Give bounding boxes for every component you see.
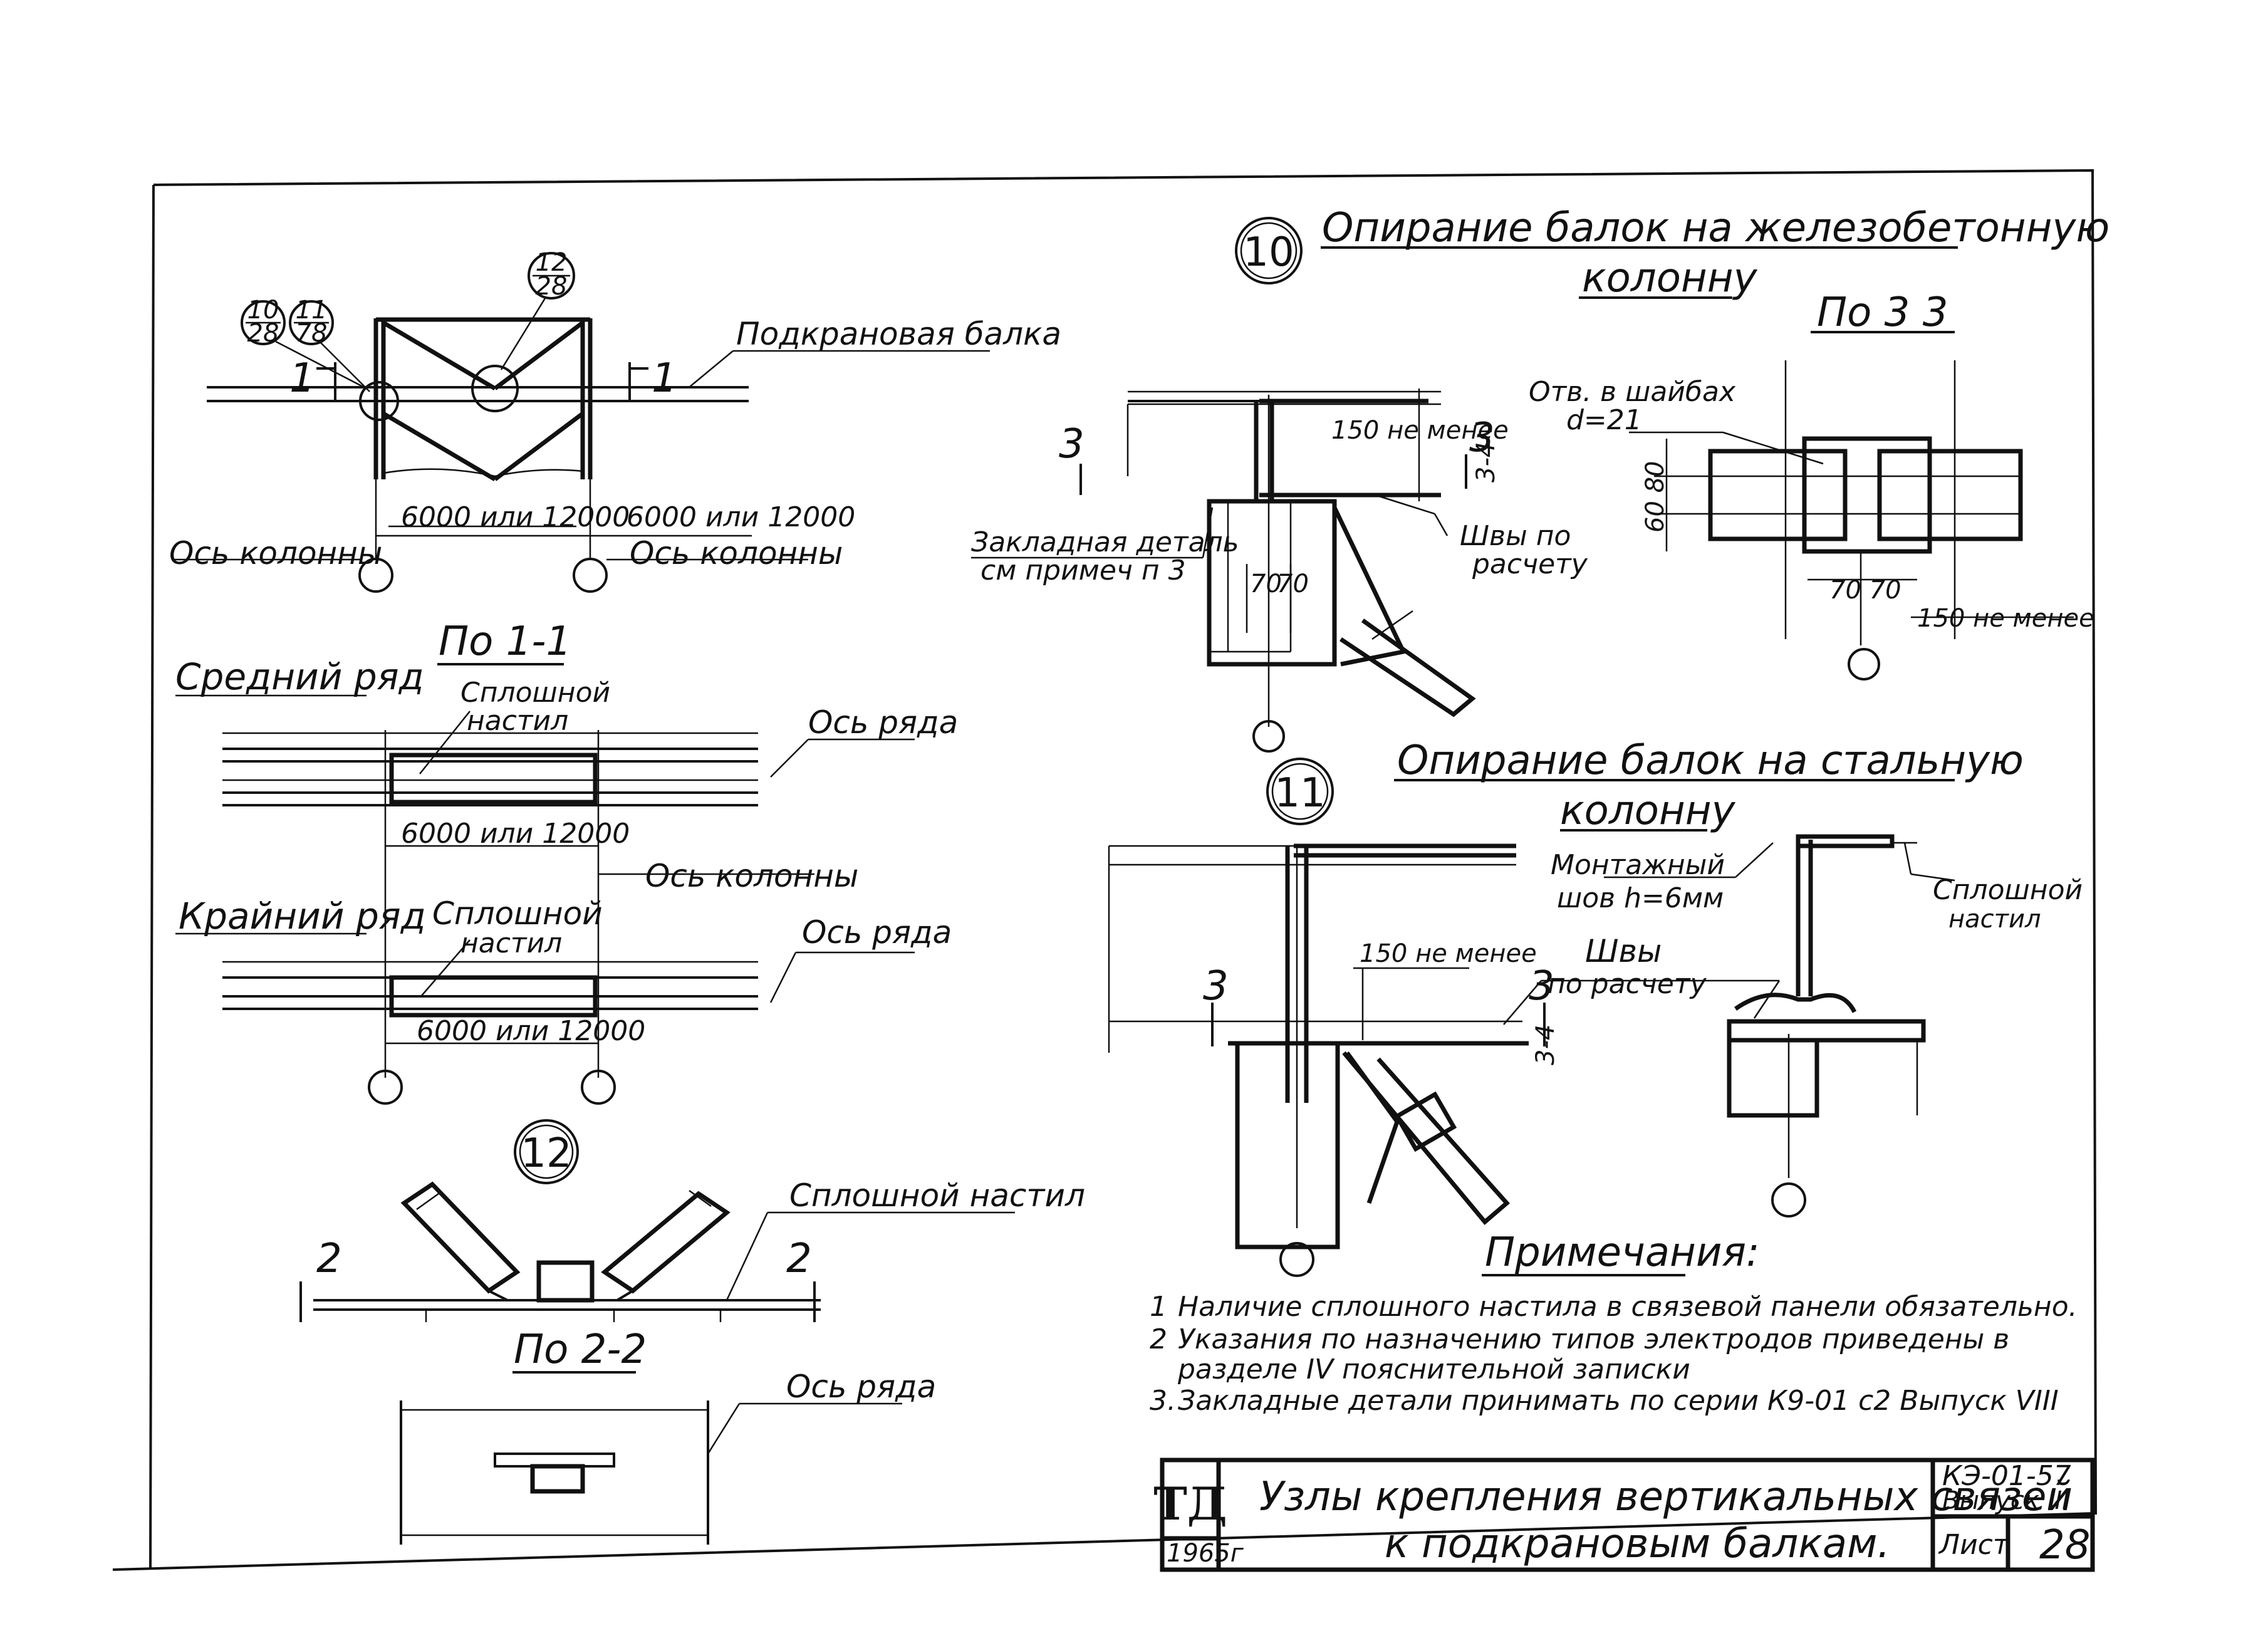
- note-3-text: Закладные детали принимать по серии К9-0…: [1178, 1385, 2059, 1417]
- node-10-number: 10: [1243, 229, 1294, 276]
- title-block-sheet-number: 28: [2039, 1522, 2090, 1568]
- dim-plan-1: 6000 или 12000: [401, 501, 630, 533]
- title-block: ТД 1965г Узлы крепления вертикальных свя…: [1153, 1458, 2095, 1572]
- dim-plan-2: 6000 или 12000: [627, 501, 855, 533]
- column-axis-label: Ось колонны: [645, 858, 858, 894]
- title-block-logo: ТД: [1153, 1477, 1227, 1530]
- node-11: [1108, 758, 1955, 1277]
- edge-deck-line1: Сплошной: [432, 895, 603, 932]
- node-10-labels: 10 Опирание балок на железобетонную коло…: [971, 205, 2109, 633]
- node-11-section-mark-left: 3: [1203, 963, 1229, 1009]
- node-10-embedded-line1: Закладная деталь: [971, 526, 1239, 558]
- node-12-labels: 12 Сплошной настил 2 2 По 2-2 Ось ряда: [316, 1130, 1085, 1405]
- node-10-dim-7070: 70 70: [1829, 576, 1901, 605]
- plan-view-labels: 10 28 11 78 12 28 Подкрановая балка 1 1 …: [169, 248, 1061, 571]
- node-11-welds-line1: Швы: [1585, 933, 1662, 969]
- node-11-mount-line2: шов h=6мм: [1557, 882, 1724, 914]
- node-11-title-line2: колонну: [1560, 788, 1736, 834]
- node-12-row-axis: Ось ряда: [786, 1369, 936, 1405]
- edge-deck-line2: настил: [460, 927, 562, 959]
- section-1-1-labels: По 1-1 Средний ряд Сплошной настил Ось р…: [175, 618, 958, 1047]
- node-12: [299, 1119, 1015, 1545]
- node-10-title-line2: колонну: [1582, 255, 1758, 301]
- node-11-label-34: 3-4: [1531, 1025, 1560, 1065]
- node-11-mount-line1: Монтажный: [1551, 849, 1725, 881]
- crane-beam-label: Подкрановая балка: [736, 316, 1061, 352]
- middle-row-label: Средний ряд: [175, 655, 424, 698]
- node-10-label-150b: 150 не менее: [1917, 604, 2094, 633]
- row-axis-label-2: Ось ряда: [802, 914, 952, 951]
- node-10-embedded-line2: см примеч п 3: [981, 555, 1186, 587]
- node-10-holes-line2: d=21: [1566, 404, 1642, 436]
- node-10-label-34: 3-4: [1472, 442, 1501, 482]
- node-10: [971, 217, 2074, 753]
- callout-c-top: 12: [536, 248, 568, 277]
- callout-a-top: 10: [247, 296, 279, 325]
- callout-b-bottom: 78: [296, 319, 328, 348]
- section-1-1: [175, 663, 915, 1105]
- row-axis-label-1: Ось ряда: [808, 704, 958, 741]
- node-10-dim-70b: 70: [1277, 570, 1309, 598]
- section-1-1-title: По 1-1: [439, 618, 571, 665]
- note-3-num: 3.: [1150, 1385, 1176, 1417]
- node-11-number: 11: [1274, 770, 1325, 816]
- middle-deck-line2: настил: [467, 705, 568, 737]
- node-10-welds-line1: Швы по: [1460, 520, 1571, 552]
- callout-c-bottom: 28: [536, 272, 568, 301]
- section-2-2-title: По 2-2: [514, 1327, 647, 1373]
- note-2-continuation: разделе IV пояснительной записки: [1177, 1353, 1690, 1385]
- axis-right-label: Ось колонны: [630, 535, 843, 571]
- callout-bubble-c: [528, 252, 575, 300]
- node-10-dim-70a: 70: [1250, 570, 1282, 598]
- notes: Примечания: 1 Наличие сплошного настила …: [1150, 1229, 2078, 1417]
- title-block-series: КЭ-01-57: [1942, 1460, 2071, 1492]
- node-11-deck-line1: Сплошной: [1933, 874, 2083, 906]
- title-block-title-line2: к подкрановым балкам.: [1385, 1521, 1890, 1567]
- note-2-text: Указания по назначению типов электродов …: [1178, 1323, 2009, 1355]
- callout-a-bottom: 28: [247, 319, 279, 348]
- callout-bubble-b: [289, 300, 334, 345]
- title-block-year: 1965г: [1167, 1539, 1244, 1568]
- node-11-deck-line2: настил: [1948, 905, 2041, 934]
- node-10-section-mark-right: 3: [1469, 415, 1495, 461]
- section-mark-1-right: 1: [652, 355, 677, 402]
- middle-deck-line1: Сплошной: [460, 677, 610, 709]
- node-11-welds-line2: по расчету: [1548, 968, 1707, 1000]
- node-11-section-mark-right: 3: [1529, 963, 1554, 1009]
- note-1-text: Наличие сплошного настила в связевой пан…: [1178, 1291, 2078, 1323]
- section-mark-1-left: 1: [289, 355, 315, 402]
- title-block-issue: Выпуск III: [1942, 1486, 2069, 1515]
- dim-edge-row: 6000 или 12000: [417, 1015, 645, 1047]
- axis-left-label: Ось колонны: [169, 535, 382, 571]
- edge-row-label: Крайний ряд: [179, 895, 426, 937]
- section-mark-2-left: 2: [316, 1236, 342, 1282]
- title-block-sheet-label: Лист: [1938, 1529, 2010, 1561]
- node-11-label-150: 150 не менее: [1360, 939, 1537, 968]
- callout-bubble-a: [241, 300, 286, 345]
- section-mark-2-right: 2: [786, 1236, 812, 1282]
- node-12-number: 12: [521, 1130, 571, 1177]
- notes-title: Примечания:: [1485, 1229, 1760, 1276]
- sheet-frame: [112, 169, 2098, 1571]
- note-2-num: 2: [1150, 1323, 1167, 1355]
- plan-view: [172, 252, 990, 593]
- node-12-deck-label: Сплошной настил: [789, 1177, 1085, 1214]
- node-10-welds-line2: расчету: [1472, 548, 1588, 580]
- note-1-num: 1: [1150, 1291, 1167, 1323]
- section-3-3-title: По 3 3: [1817, 289, 1948, 336]
- node-10-title-line1: Опирание балок на железобетонную: [1322, 205, 2109, 251]
- callout-b-top: 11: [296, 296, 328, 325]
- node-11-title-line1: Опирание балок на стальную: [1397, 738, 2024, 784]
- node-10-label-150: 150 не менее: [1331, 416, 1509, 445]
- dim-middle-row: 6000 или 12000: [401, 818, 630, 850]
- title-block-title-line1: Узлы крепления вертикальных связей: [1259, 1474, 2073, 1520]
- node-10-section-mark-left: 3: [1059, 421, 1085, 467]
- node-11-labels: 11 Опирание балок на стальную колонну Мо…: [1203, 738, 2083, 1065]
- node-10-holes-line1: Отв. в шайбах: [1529, 376, 1736, 408]
- node-10-dim-6080: 60 80: [1641, 461, 1670, 533]
